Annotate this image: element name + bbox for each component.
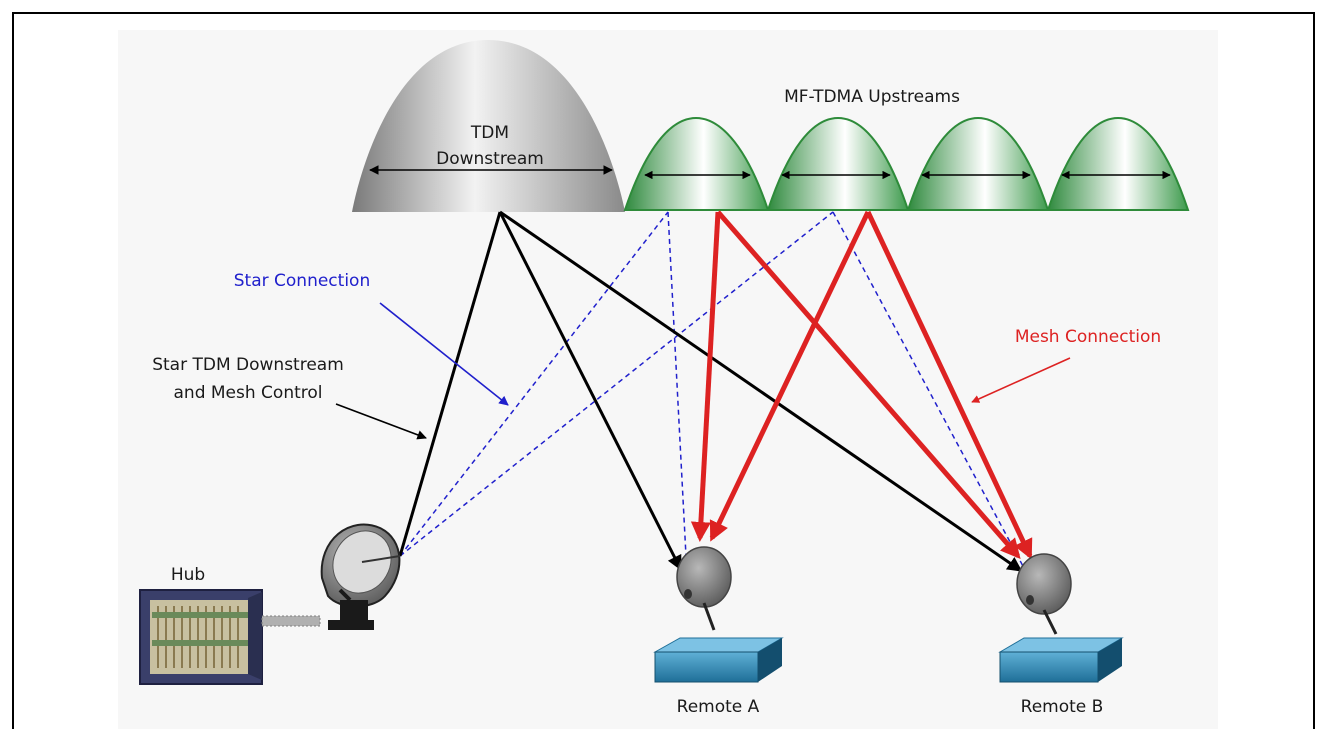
hub-antenna-icon [320,523,401,630]
mf-tdma-label: MF-TDMA Upstreams [784,87,960,107]
tdm-label-line1: TDM [470,123,509,143]
star-connection-label: Star Connection [234,271,370,291]
hub-rack-icon [139,589,263,685]
remote-b-dish-icon [1016,553,1072,635]
star-tdm-label-line2: and Mesh Control [174,383,323,403]
remote-a-label: Remote A [677,697,760,717]
figure-frame [12,12,1315,729]
upstream-carrier-2 [766,116,910,211]
remote-a-modem-icon [653,637,784,683]
upstream-carrier-1 [623,116,770,211]
mesh-connection-lines [690,210,1033,560]
hub-label: Hub [171,565,205,585]
star-tdm-pointer [335,403,427,440]
star-tdm-label-line1: Star TDM Downstream [152,355,344,375]
star-connection-lines [399,211,1025,569]
tdm-downstream-carrier [352,40,625,212]
remote-b-label: Remote B [1021,697,1104,717]
mf-tdma-upstream-carriers [623,116,1190,211]
tdm-label-line2: Downstream [436,149,544,169]
upstream-carrier-3 [906,116,1050,211]
upstream-carrier-4 [1046,116,1190,211]
remote-b-modem-icon [998,637,1124,683]
star-connection-pointer [379,302,509,406]
mesh-connection-label: Mesh Connection [1015,327,1161,347]
star-tdm-downstream-lines [398,210,1023,572]
mesh-connection-pointer [971,357,1071,403]
hub-cable [261,615,321,627]
remote-a-dish-icon [676,546,732,631]
